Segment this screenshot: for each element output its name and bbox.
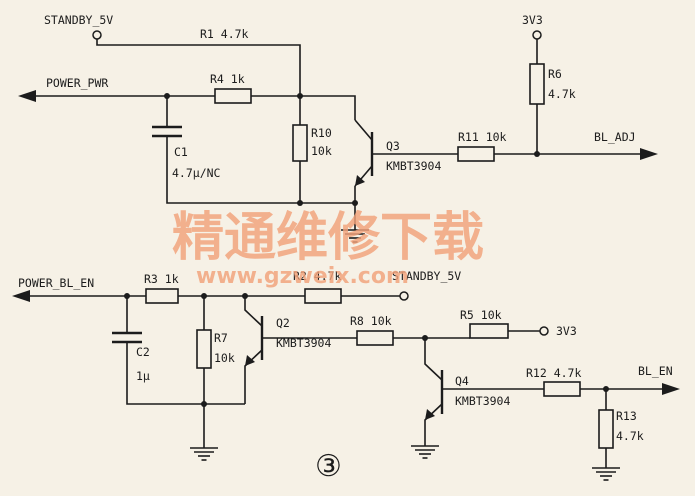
r11-resistor — [457, 146, 495, 162]
rail-3v3-mid-terminal — [539, 326, 549, 336]
power-pwr-arrow — [18, 90, 36, 102]
r10-value: 10k — [311, 144, 332, 158]
q3-label: Q3 — [386, 139, 400, 153]
r13-value: 4.7k — [616, 429, 644, 443]
r13-resistor — [598, 409, 614, 449]
q4-emitter-arrow — [425, 409, 435, 420]
r6-label: R6 — [548, 67, 562, 81]
ground-icon — [189, 447, 219, 461]
r5-resistor — [469, 323, 509, 339]
standby-top-terminal — [92, 30, 102, 40]
r6-value: 4.7k — [548, 87, 576, 101]
junction — [352, 200, 358, 206]
r8-resistor — [356, 330, 394, 346]
r7-resistor — [196, 329, 212, 369]
junction — [201, 401, 207, 407]
r4-label: R4 1k — [210, 72, 245, 86]
standby-top-label: STANDBY_5V — [44, 13, 113, 27]
rail-3v3-mid-label: 3V3 — [556, 324, 577, 338]
junction — [297, 200, 303, 206]
r5-label: R5 10k — [460, 308, 502, 322]
c1-value: 4.7μ/NC — [172, 166, 221, 180]
r8-label: R8 10k — [350, 314, 392, 328]
power-bl-en-label: POWER_BL_EN — [18, 276, 94, 290]
r11-label: R11 10k — [458, 130, 507, 144]
q2-label: Q2 — [276, 316, 290, 330]
r10-resistor — [292, 124, 308, 162]
ground-icon — [591, 467, 621, 481]
watermark-chinese: 精通维修下载 — [172, 208, 484, 268]
r2-label: R2 4.7k — [293, 269, 342, 283]
power-bl-en-arrow — [12, 290, 30, 302]
bl-adj-label: BL_ADJ — [594, 130, 636, 144]
r1-label: R1 4.7k — [200, 27, 249, 41]
c2-value: 1μ — [136, 369, 150, 383]
r4-resistor — [214, 88, 252, 104]
bl-en-arrow — [662, 383, 680, 395]
r7-label: R7 — [214, 331, 228, 345]
r2-resistor — [304, 288, 342, 304]
q3-emitter-arrow — [355, 175, 365, 186]
r3-label: R3 1k — [144, 272, 179, 286]
ground-icon — [410, 445, 440, 459]
bl-en-label: BL_EN — [638, 364, 673, 378]
watermark-url: www.gzweix.com — [196, 264, 409, 289]
q3-part: KMBT3904 — [386, 159, 441, 173]
r3-resistor — [145, 288, 179, 304]
q4-part: KMBT3904 — [455, 394, 510, 408]
standby-mid-terminal — [399, 291, 409, 301]
q2-emitter-arrow — [245, 355, 255, 366]
c1-label: C1 — [174, 145, 188, 159]
q2-part: KMBT3904 — [276, 336, 331, 350]
standby-mid-label: STANDBY_5V — [392, 269, 461, 283]
r12-label: R12 4.7k — [526, 366, 581, 380]
r10-label: R10 — [311, 126, 332, 140]
power-pwr-label: POWER_PWR — [46, 76, 108, 90]
rail-3v3-top-terminal — [532, 30, 542, 40]
r6-resistor — [529, 63, 545, 105]
q4-label: Q4 — [455, 374, 469, 388]
r7-value: 10k — [214, 351, 235, 365]
r12-resistor — [543, 381, 581, 397]
r13-label: R13 — [616, 409, 637, 423]
bl-adj-arrow — [640, 148, 658, 160]
figure-number: ③ — [315, 449, 342, 484]
c2-label: C2 — [136, 345, 150, 359]
rail-3v3-top-label: 3V3 — [522, 13, 543, 27]
